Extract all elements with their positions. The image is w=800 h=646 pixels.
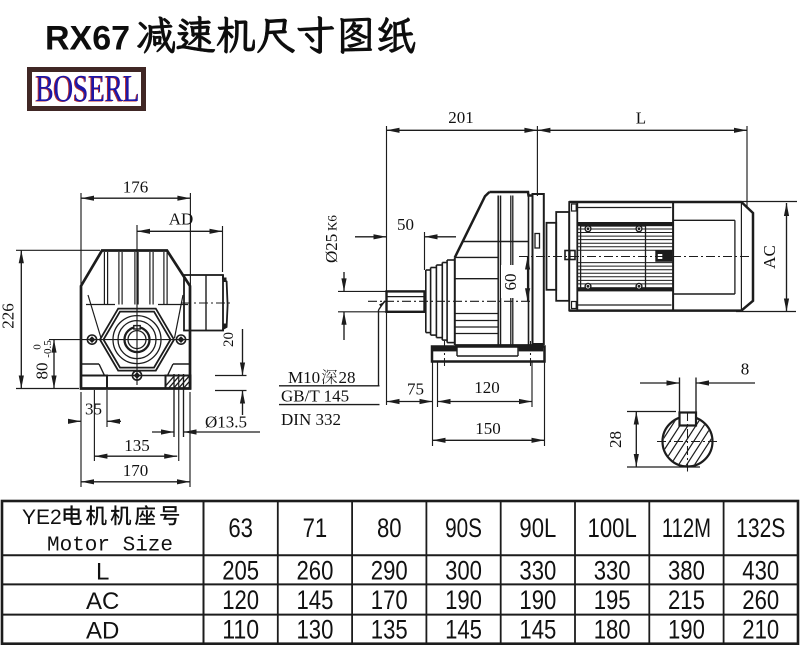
svg-text:8: 8 (741, 360, 750, 379)
svg-text:K6: K6 (325, 215, 340, 231)
svg-text:20: 20 (221, 332, 237, 347)
svg-text:80: 80 (377, 513, 402, 543)
svg-text:330: 330 (519, 555, 556, 585)
svg-text:90S: 90S (445, 513, 482, 543)
svg-text:290: 290 (371, 555, 408, 585)
svg-text:215: 215 (668, 585, 705, 615)
svg-text:63: 63 (228, 513, 253, 543)
svg-text:Ø25: Ø25 (322, 234, 341, 263)
svg-text:180: 180 (594, 615, 631, 645)
svg-text:AC: AC (86, 588, 119, 615)
svg-text:120: 120 (474, 378, 500, 397)
svg-text:300: 300 (445, 555, 482, 585)
svg-text:226: 226 (0, 303, 18, 329)
svg-text:205: 205 (222, 555, 259, 585)
svg-text:AD: AD (169, 210, 194, 229)
svg-text:RX67: RX67 (45, 20, 130, 58)
svg-text:Motor Size: Motor Size (47, 535, 173, 558)
svg-text:120: 120 (222, 585, 259, 615)
svg-text:145: 145 (445, 615, 482, 645)
svg-text:135: 135 (124, 436, 150, 455)
svg-text:130: 130 (297, 615, 334, 645)
svg-text:132S: 132S (736, 513, 785, 543)
svg-text:260: 260 (297, 555, 334, 585)
svg-text:110: 110 (222, 615, 259, 645)
svg-text:145: 145 (297, 585, 334, 615)
svg-text:80: 80 (33, 363, 52, 380)
svg-text:190: 190 (668, 615, 705, 645)
svg-text:201: 201 (448, 108, 474, 127)
svg-text:L: L (636, 109, 646, 128)
svg-text:170: 170 (371, 585, 408, 615)
svg-text:BOSERL: BOSERL (35, 69, 139, 111)
svg-text:L: L (96, 558, 109, 585)
svg-text:176: 176 (123, 178, 149, 197)
svg-text:M10: M10 (288, 368, 320, 387)
svg-text:380: 380 (668, 555, 705, 585)
svg-text:430: 430 (742, 555, 779, 585)
svg-text:50: 50 (397, 215, 414, 234)
svg-text:0: 0 (32, 344, 44, 350)
svg-text:135: 135 (371, 615, 408, 645)
svg-text:145: 145 (519, 615, 556, 645)
svg-text:AD: AD (86, 618, 119, 645)
svg-text:190: 190 (445, 585, 482, 615)
svg-text:190: 190 (519, 585, 556, 615)
svg-text:BOSERL: BOSERL (36, 68, 140, 110)
svg-text:DIN 332: DIN 332 (281, 410, 341, 429)
svg-text:Ø13.5: Ø13.5 (205, 413, 247, 432)
svg-text:GB/T 145: GB/T 145 (281, 387, 349, 406)
svg-text:AC: AC (760, 245, 779, 269)
svg-text:90L: 90L (519, 513, 556, 543)
svg-text:28: 28 (339, 368, 356, 387)
svg-text:210: 210 (742, 615, 779, 645)
svg-text:-0.5: -0.5 (42, 340, 54, 358)
svg-text:60: 60 (501, 274, 520, 291)
svg-text:150: 150 (475, 419, 501, 438)
svg-text:35: 35 (85, 400, 102, 419)
svg-text:28: 28 (606, 431, 625, 448)
svg-text:71: 71 (303, 513, 328, 543)
svg-text:195: 195 (594, 585, 631, 615)
svg-text:170: 170 (123, 461, 149, 480)
svg-text:100L: 100L (588, 513, 637, 543)
svg-text:YE2: YE2 (22, 506, 62, 529)
svg-text:260: 260 (742, 585, 779, 615)
svg-text:112M: 112M (662, 513, 711, 543)
svg-text:330: 330 (594, 555, 631, 585)
svg-text:75: 75 (407, 380, 424, 399)
